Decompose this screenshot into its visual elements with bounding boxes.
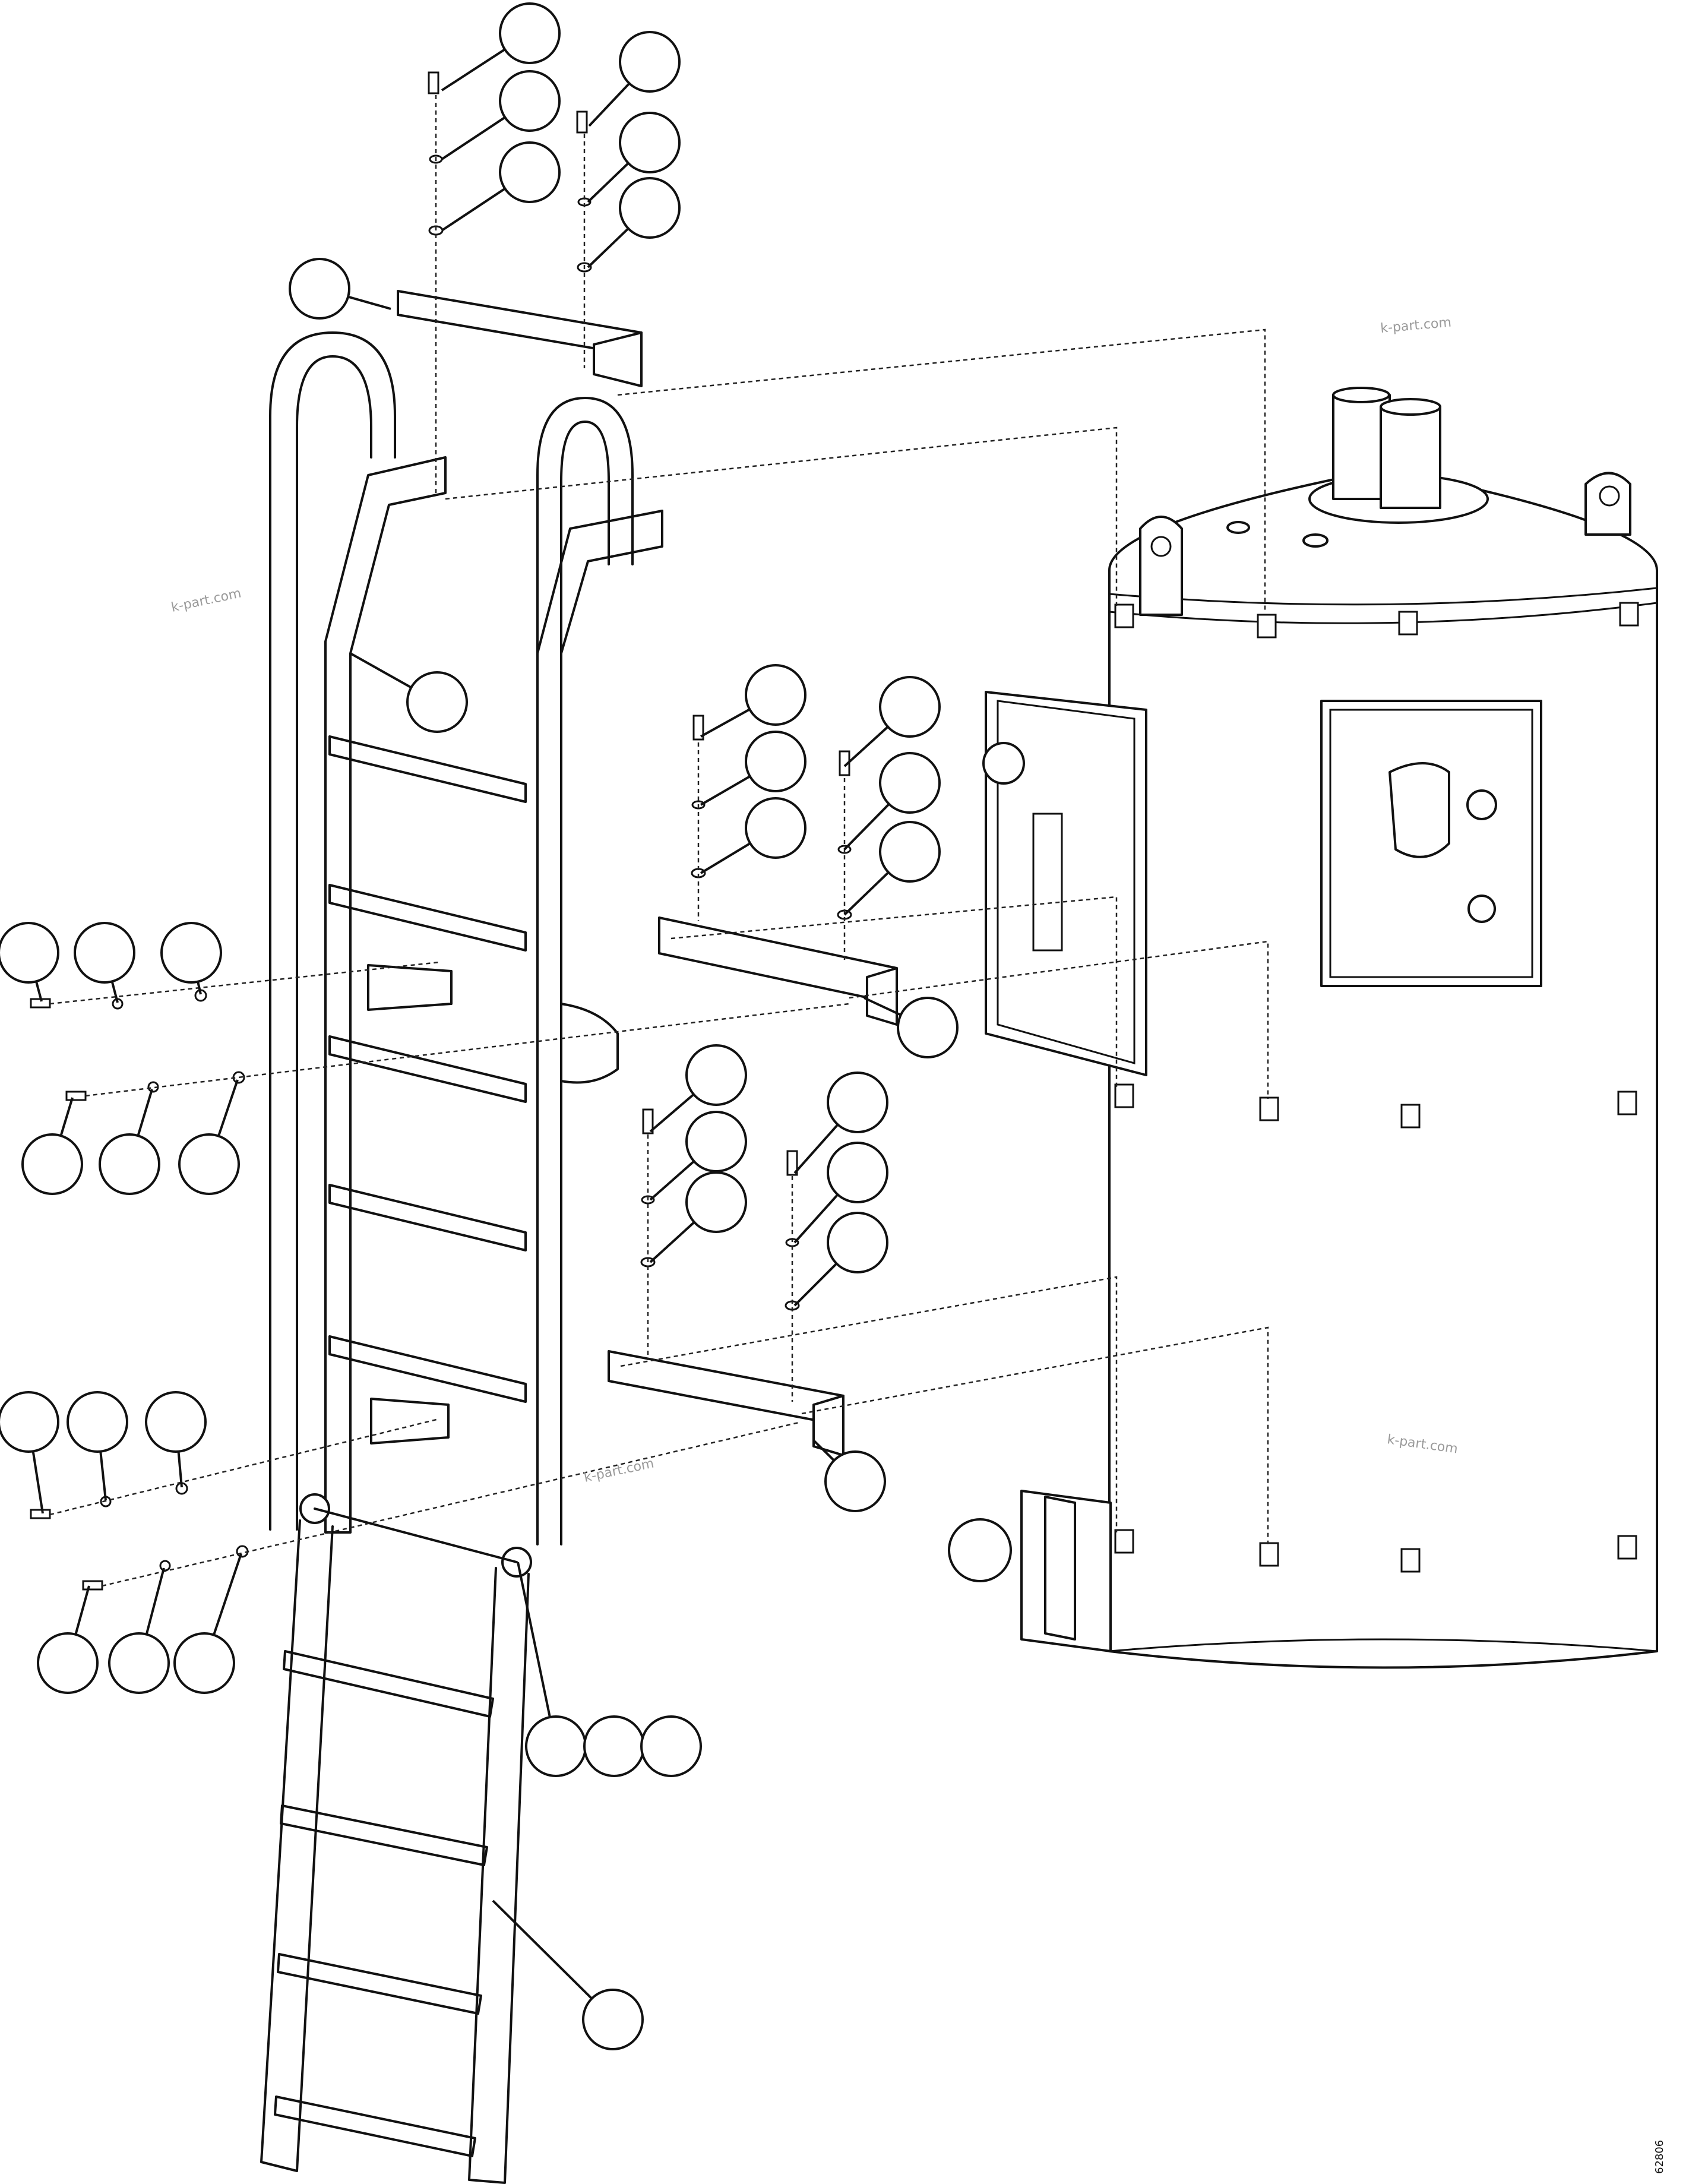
tank xyxy=(948,387,1658,1669)
callout-bubble[interactable] xyxy=(178,1133,240,1195)
callout-leader xyxy=(793,1262,838,1307)
callout-bubble[interactable] xyxy=(619,112,681,173)
callout-bubble[interactable] xyxy=(145,1391,207,1453)
callout-leader xyxy=(441,48,506,91)
callout-leader xyxy=(649,1160,695,1201)
callout-leader xyxy=(441,187,506,232)
callout-bubble[interactable] xyxy=(879,676,941,738)
callout-bubble[interactable] xyxy=(745,664,806,726)
callout-leader xyxy=(793,1193,839,1244)
callout-bubble[interactable] xyxy=(619,177,681,239)
callout-bubble[interactable] xyxy=(99,1133,160,1195)
callout-bubble[interactable] xyxy=(827,1212,888,1273)
callout-leader xyxy=(700,775,751,806)
callout-bubble[interactable] xyxy=(499,141,561,203)
brackets xyxy=(397,290,898,1456)
callout-leader xyxy=(843,726,889,767)
alignment-lines xyxy=(49,95,1269,1587)
callout-leader xyxy=(35,981,43,1002)
callout-leader xyxy=(59,1097,74,1136)
callout-bubble[interactable] xyxy=(619,31,681,93)
callout-bubble[interactable] xyxy=(583,1715,645,1777)
callout-bubble[interactable] xyxy=(640,1715,702,1777)
callout-bubble[interactable] xyxy=(74,922,135,984)
callout-bubble[interactable] xyxy=(525,1715,587,1777)
callout-bubble[interactable] xyxy=(406,671,468,733)
callout-leader xyxy=(587,162,630,203)
callout-bubble[interactable] xyxy=(879,752,941,814)
callout-leader xyxy=(843,871,890,916)
callout-bubbles xyxy=(0,2,959,2050)
watermark-3: k-part.com xyxy=(583,1456,655,1486)
callout-leader xyxy=(145,1567,165,1635)
callout-bubble[interactable] xyxy=(685,1044,747,1106)
callout-leader xyxy=(441,116,506,160)
upper-ladder xyxy=(269,331,663,1578)
callout-leader xyxy=(700,842,751,874)
callout-leader xyxy=(31,1451,44,1514)
callout-bubble[interactable] xyxy=(685,1111,747,1172)
callout-bubble[interactable] xyxy=(160,922,222,984)
callout-bubble[interactable] xyxy=(745,797,806,859)
callout-bubble[interactable] xyxy=(879,821,941,883)
callout-bubble[interactable] xyxy=(499,70,561,132)
callout-leader xyxy=(197,981,202,995)
callout-leader xyxy=(649,1093,695,1133)
callout-bubble[interactable] xyxy=(0,1391,59,1453)
callout-leader xyxy=(347,295,391,310)
callout-leader xyxy=(99,1451,107,1501)
callout-bubble[interactable] xyxy=(37,1632,99,1694)
callout-bubble[interactable] xyxy=(108,1632,170,1694)
callout-bubble[interactable] xyxy=(289,258,350,320)
callout-bubble[interactable] xyxy=(21,1133,83,1195)
callout-leader xyxy=(843,803,890,851)
callout-leader xyxy=(110,981,119,1003)
callout-leader xyxy=(350,652,412,689)
callout-bubble[interactable] xyxy=(827,1072,888,1133)
callout-bubble[interactable] xyxy=(499,2,561,64)
callout-bubble[interactable] xyxy=(67,1391,128,1453)
drawing-reference: 62806 xyxy=(1653,2140,1666,2174)
callout-leader xyxy=(864,997,902,1016)
callout-bubble[interactable] xyxy=(582,1989,644,2050)
callout-leader xyxy=(217,1079,239,1137)
callout-bubble[interactable] xyxy=(897,997,959,1058)
callout-leader xyxy=(177,1451,183,1488)
callout-leader xyxy=(137,1089,153,1136)
callout-bubble[interactable] xyxy=(745,731,806,792)
callout-leader xyxy=(213,1553,242,1636)
watermark-2: k-part.com xyxy=(170,586,242,615)
callout-bubble[interactable] xyxy=(827,1142,888,1203)
callout-leader xyxy=(700,708,751,738)
callout-leader xyxy=(517,1562,551,1718)
callout-leader xyxy=(812,1439,835,1462)
callout-bubble[interactable] xyxy=(0,922,59,984)
callout-bubble[interactable] xyxy=(173,1632,235,1694)
callout-bubble[interactable] xyxy=(685,1171,747,1233)
callout-leader xyxy=(587,227,630,268)
watermark-1: k-part.com xyxy=(1380,315,1452,336)
callout-leader xyxy=(588,82,631,127)
callout-leader xyxy=(649,1221,695,1263)
lower-ladder xyxy=(260,1519,530,2184)
callout-leader xyxy=(74,1585,90,1635)
callout-leader xyxy=(793,1124,839,1174)
callout-bubble[interactable] xyxy=(824,1450,886,1512)
callout-leader xyxy=(492,1899,593,2000)
